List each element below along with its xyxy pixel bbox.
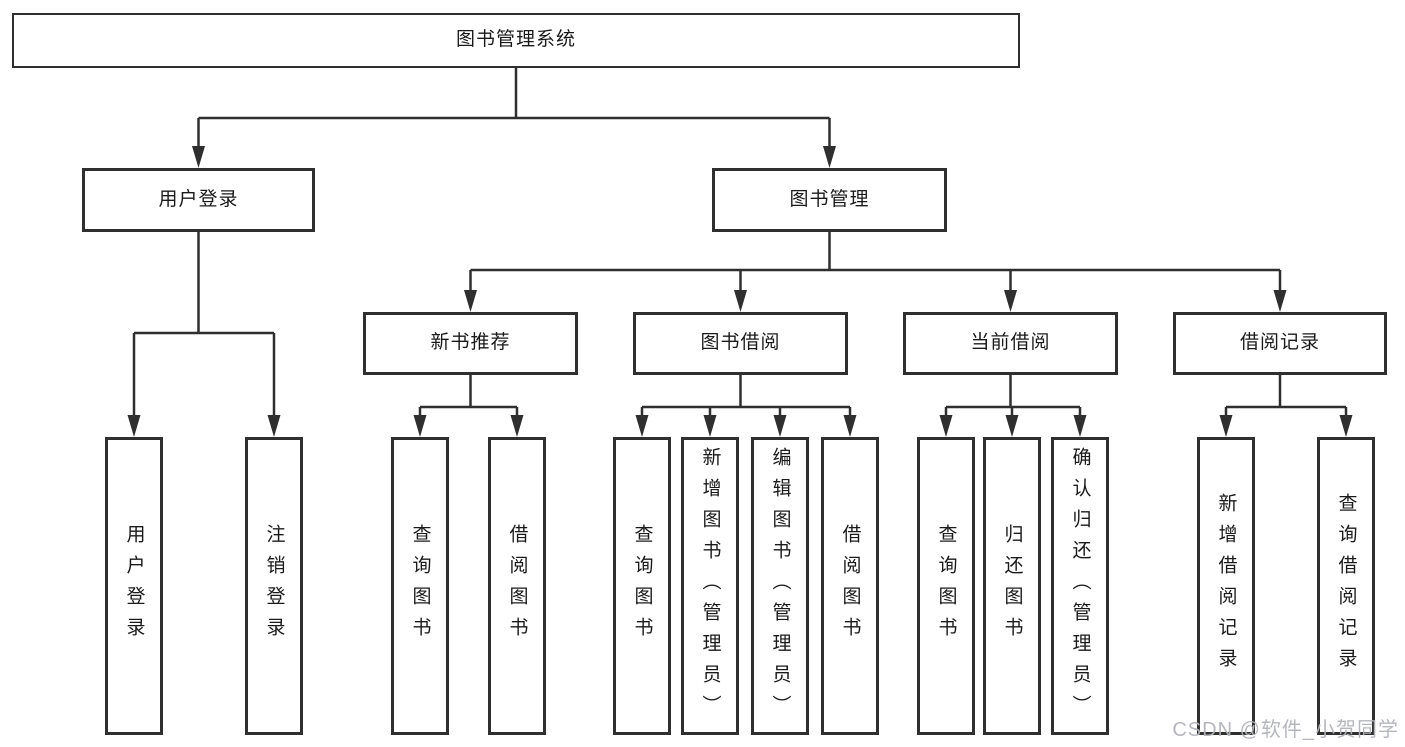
arrowhead-icon bbox=[1073, 415, 1087, 437]
node-label: 图书管理 bbox=[789, 188, 870, 210]
arrowhead-icon bbox=[773, 415, 787, 437]
leaf-borrow-books: 借阅图书 bbox=[821, 437, 879, 735]
node-label: 用户登录 bbox=[123, 524, 145, 648]
node-label: 新书推荐 bbox=[430, 332, 511, 354]
leaf-logout: 注销登录 bbox=[245, 437, 303, 735]
watermark: CSDN @软件_小贺同学 bbox=[1172, 719, 1399, 741]
arrowhead-icon bbox=[1005, 415, 1019, 437]
arrowhead-icon bbox=[464, 290, 477, 312]
node-label: 借阅记录 bbox=[1239, 332, 1320, 354]
arrowhead-icon bbox=[734, 290, 747, 312]
node-label: 当前借阅 bbox=[970, 332, 1051, 354]
arrowhead-icon bbox=[1219, 415, 1233, 437]
leaf-add-borrow-record: 新增借阅记录 bbox=[1197, 437, 1255, 735]
node-label: 查询图书 bbox=[631, 524, 653, 648]
node-label: 图书借阅 bbox=[700, 332, 781, 354]
node-label: 借阅图书 bbox=[839, 524, 861, 648]
leaf-query-books-recommend: 查询图书 bbox=[391, 437, 449, 735]
node-label: 借阅图书 bbox=[506, 524, 528, 648]
leaf-query-books-current: 查询图书 bbox=[917, 437, 975, 735]
arrowhead-icon bbox=[843, 415, 857, 437]
node-label: 确认归还（管理员） bbox=[1069, 446, 1091, 726]
leaf-user-login: 用户登录 bbox=[105, 437, 163, 735]
node-label: 查询图书 bbox=[935, 524, 957, 648]
node-new-book-recommendation: 新书推荐 bbox=[363, 312, 578, 375]
node-book-borrowing: 图书借阅 bbox=[633, 312, 848, 375]
leaf-borrow-books-recommend: 借阅图书 bbox=[488, 437, 546, 735]
node-library-management-system: 图书管理系统 bbox=[12, 13, 1020, 68]
leaf-query-books-borrowing: 查询图书 bbox=[613, 437, 671, 735]
arrowhead-icon bbox=[1273, 290, 1287, 312]
arrowhead-icon bbox=[1004, 290, 1017, 312]
arrowhead-icon bbox=[1339, 415, 1353, 437]
arrowhead-icon bbox=[823, 146, 836, 168]
arrowhead-icon bbox=[413, 415, 427, 437]
node-label: 注销登录 bbox=[263, 524, 285, 648]
arrowhead-icon bbox=[939, 415, 953, 437]
node-label: 新增借阅记录 bbox=[1215, 493, 1237, 679]
leaf-add-books-admin: 新增图书（管理员） bbox=[681, 437, 739, 735]
node-book-management: 图书管理 bbox=[712, 168, 947, 232]
node-label: 新增图书（管理员） bbox=[699, 446, 721, 726]
node-label: 归还图书 bbox=[1001, 524, 1023, 648]
leaf-confirm-return-admin: 确认归还（管理员） bbox=[1051, 437, 1109, 735]
arrowhead-icon bbox=[192, 146, 205, 168]
node-label: 查询借阅记录 bbox=[1335, 493, 1357, 679]
leaf-edit-books-admin: 编辑图书（管理员） bbox=[751, 437, 809, 735]
node-label: 编辑图书（管理员） bbox=[769, 446, 791, 726]
node-label: 查询图书 bbox=[409, 524, 431, 648]
node-current-borrowing: 当前借阅 bbox=[903, 312, 1118, 375]
node-label: 图书管理系统 bbox=[455, 29, 576, 51]
arrowhead-icon bbox=[510, 415, 524, 437]
arrowhead-icon bbox=[703, 415, 717, 437]
arrowhead-icon bbox=[127, 415, 141, 437]
leaf-query-borrow-record: 查询借阅记录 bbox=[1317, 437, 1375, 735]
node-label: 用户登录 bbox=[158, 188, 239, 210]
arrowhead-icon bbox=[635, 415, 649, 437]
arrowhead-icon bbox=[267, 415, 281, 437]
node-user-login: 用户登录 bbox=[82, 168, 315, 232]
leaf-return-books: 归还图书 bbox=[983, 437, 1041, 735]
node-borrowing-records: 借阅记录 bbox=[1173, 312, 1387, 375]
